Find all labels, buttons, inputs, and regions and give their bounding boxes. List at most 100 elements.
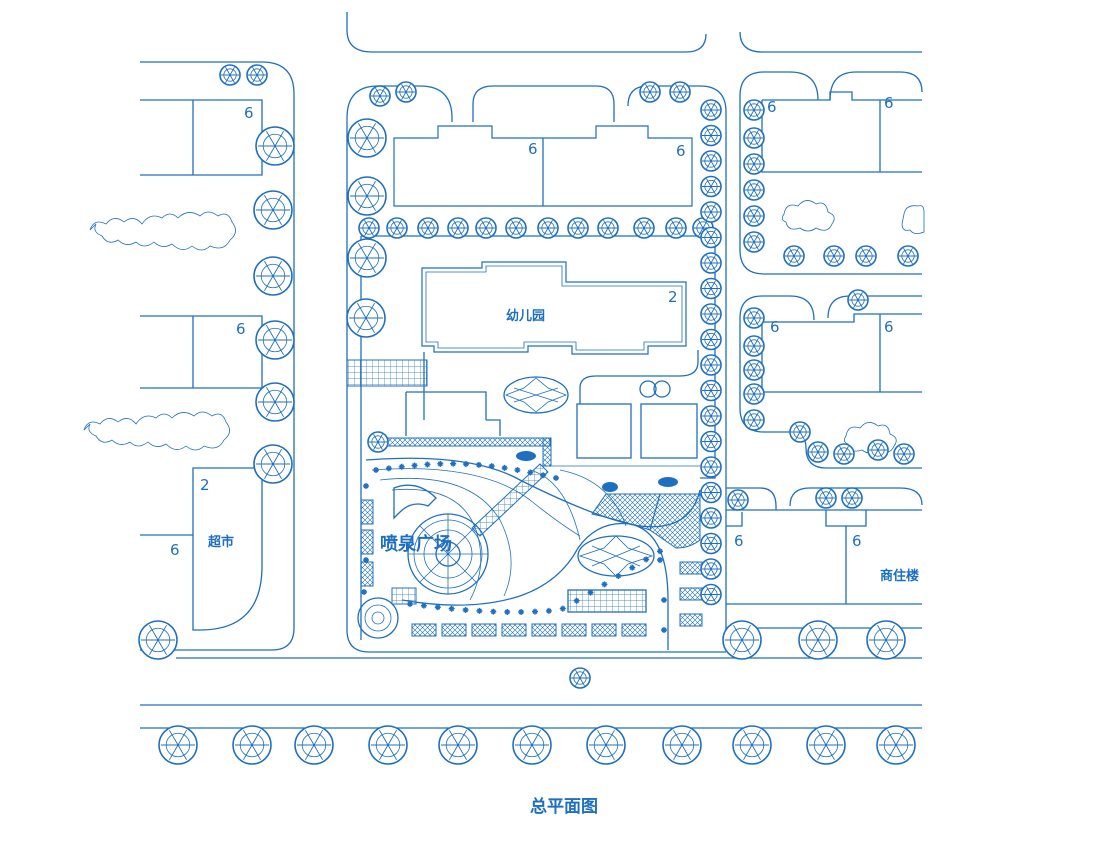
tree-symbol (633, 217, 655, 239)
ornamental-plant (407, 601, 413, 607)
tree-symbol (567, 217, 589, 239)
tree-symbol (700, 558, 722, 580)
tree-symbol (255, 126, 295, 166)
roads (140, 12, 923, 729)
ornamental-plant (559, 605, 566, 612)
shrub-bed (83, 411, 230, 451)
floor-count: 6 (236, 320, 246, 338)
tree-symbol (512, 725, 552, 765)
tree-symbol (700, 252, 722, 274)
tree-symbol (798, 620, 838, 660)
ornamental-plant (504, 608, 511, 615)
tree-symbol (700, 226, 722, 249)
floor-count: 6 (884, 318, 894, 336)
tree-symbol (597, 217, 619, 239)
ornamental-plant (657, 548, 663, 555)
ornamental-plant (475, 461, 482, 468)
tree-symbol (743, 409, 765, 431)
ornamental-plant (463, 461, 469, 467)
ornamental-plant (373, 467, 379, 473)
tree-symbol (700, 354, 722, 376)
tree-symbol (639, 81, 661, 103)
ornamental-plant (545, 607, 552, 614)
tree-symbol (347, 118, 387, 158)
ornamental-plant (488, 463, 495, 470)
floor-count: 6 (767, 98, 777, 116)
ornamental-plant (363, 483, 369, 489)
tree-symbol (855, 245, 877, 267)
tree-symbol (447, 217, 469, 239)
tree-symbol (743, 359, 765, 381)
floor-count: 6 (244, 104, 254, 122)
tree-symbol (158, 725, 198, 765)
drawing-title: 总平面图 (530, 796, 598, 817)
floor-count: 6 (170, 541, 180, 559)
tree-symbol (665, 217, 687, 239)
ornamental-plant (462, 606, 469, 613)
floor-count: 6 (852, 532, 862, 550)
arrow-sculpture (393, 484, 437, 520)
tree-symbol (743, 335, 765, 357)
shrub-bed (89, 211, 236, 251)
ornamental-plant (363, 557, 369, 563)
tree-symbol (417, 217, 439, 239)
ornamental-plant (657, 557, 663, 563)
ornamental-plant (490, 608, 497, 615)
tree-symbol (783, 245, 805, 267)
planter-grid (567, 589, 647, 613)
floor-count: 6 (884, 94, 894, 112)
tree-symbol (700, 303, 722, 325)
tree-symbol (475, 217, 497, 239)
ornamental-plant (553, 475, 559, 481)
ornamental-plant (601, 581, 608, 588)
street-trees (138, 64, 919, 765)
tree-symbol (700, 277, 722, 300)
tree-symbol (700, 150, 722, 172)
tree-symbol (219, 64, 241, 86)
ornamental-plant (540, 472, 547, 479)
bench-row (411, 623, 647, 637)
tree-symbol (662, 725, 702, 765)
tree-symbol (897, 245, 919, 267)
tree-symbol (789, 421, 811, 443)
tree-symbol (569, 667, 591, 689)
ornamental-plant (361, 589, 367, 595)
ornamental-plant (448, 605, 455, 612)
floor-count: 6 (528, 140, 538, 158)
ornamental-plant (476, 607, 483, 614)
tree-symbol (537, 217, 559, 239)
tree-symbol (743, 205, 765, 227)
floor-count: 6 (770, 318, 780, 336)
tree-symbol (294, 725, 334, 765)
ornamental-plant (437, 460, 444, 467)
tree-symbol (253, 256, 293, 296)
tree-symbol (367, 431, 389, 453)
tree-symbol (700, 405, 722, 427)
floor-count: 6 (676, 142, 686, 160)
ornamental-plant (434, 604, 441, 611)
tree-symbol (700, 481, 722, 504)
kindergarten-label: 幼儿园 (506, 308, 545, 324)
tree-symbol (347, 176, 387, 216)
floor-count: 2 (668, 288, 678, 306)
tree-symbol (395, 81, 417, 103)
tree-symbol (833, 443, 855, 465)
tree-symbol (743, 383, 765, 405)
floor-count: 2 (200, 476, 210, 494)
tree-symbol (700, 201, 722, 223)
ornamental-plant (629, 564, 636, 571)
tree-symbol (586, 725, 626, 765)
top-buildings: 6 6 (393, 125, 693, 207)
tree-symbol (700, 99, 722, 121)
tree-symbol (722, 620, 762, 660)
hedge-band (368, 437, 551, 447)
tree-symbol (505, 217, 527, 239)
tree-symbol (232, 725, 272, 765)
tree-symbol (841, 487, 863, 509)
tree-symbol (807, 441, 829, 463)
ornamental-plant (501, 464, 508, 471)
commercial-residential-label: 商住楼 (880, 568, 919, 584)
ornamental-plant (661, 627, 667, 633)
left-buildings: 6 6 2 6 超市 (83, 99, 263, 631)
